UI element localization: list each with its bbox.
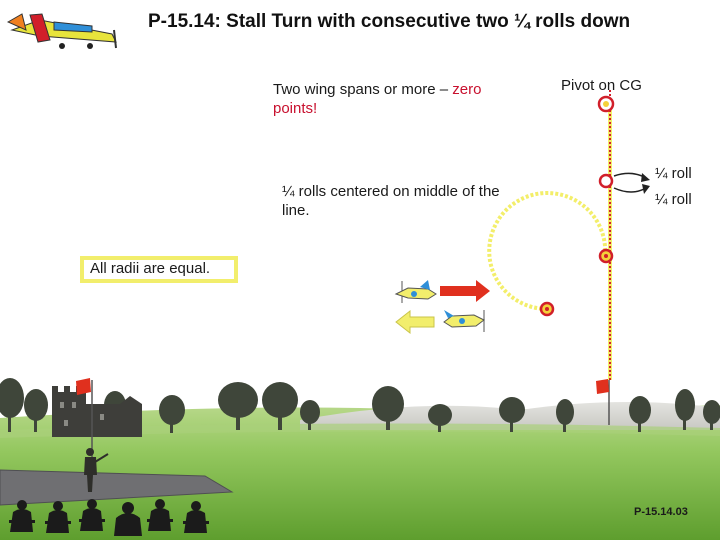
arrow-left-icon [396,311,434,333]
roll-arrow-icon [641,173,650,182]
arrow-right-icon [440,280,490,302]
quarter-roll-label-1: ¼ roll [655,165,692,182]
castle-icon [52,386,142,437]
loop-entry-marker [600,250,612,262]
wing-spans-note-points: points! [273,100,317,117]
radii-note: All radii are equal. [90,260,210,277]
page-title: P-15.14: Stall Turn with consecutive two… [148,11,630,33]
quarter-roll-label-2: ¼ roll [655,191,692,208]
roll-arrow-icon [614,173,646,178]
title-airplane-icon [8,14,116,49]
wing-spans-note: Two wing spans or more – zero points! [273,80,533,118]
wing-spans-note-zero: zero [452,81,481,98]
airplane-icon [396,280,436,303]
figure-code: P-15.14.03 [634,506,688,518]
wing-spans-note-text: Two wing spans or more – [273,81,452,98]
roll-arrow-icon [642,184,650,194]
loop-exit-marker [541,303,553,315]
roll-arrow-icon [614,188,646,192]
airplane-icon [444,310,484,332]
pivot-marker [599,97,613,111]
rolls-centered-note: ¼ rolls centered on middle of the line. [282,182,512,220]
pivot-label: Pivot on CG [561,77,642,94]
roll-marker [600,175,612,187]
